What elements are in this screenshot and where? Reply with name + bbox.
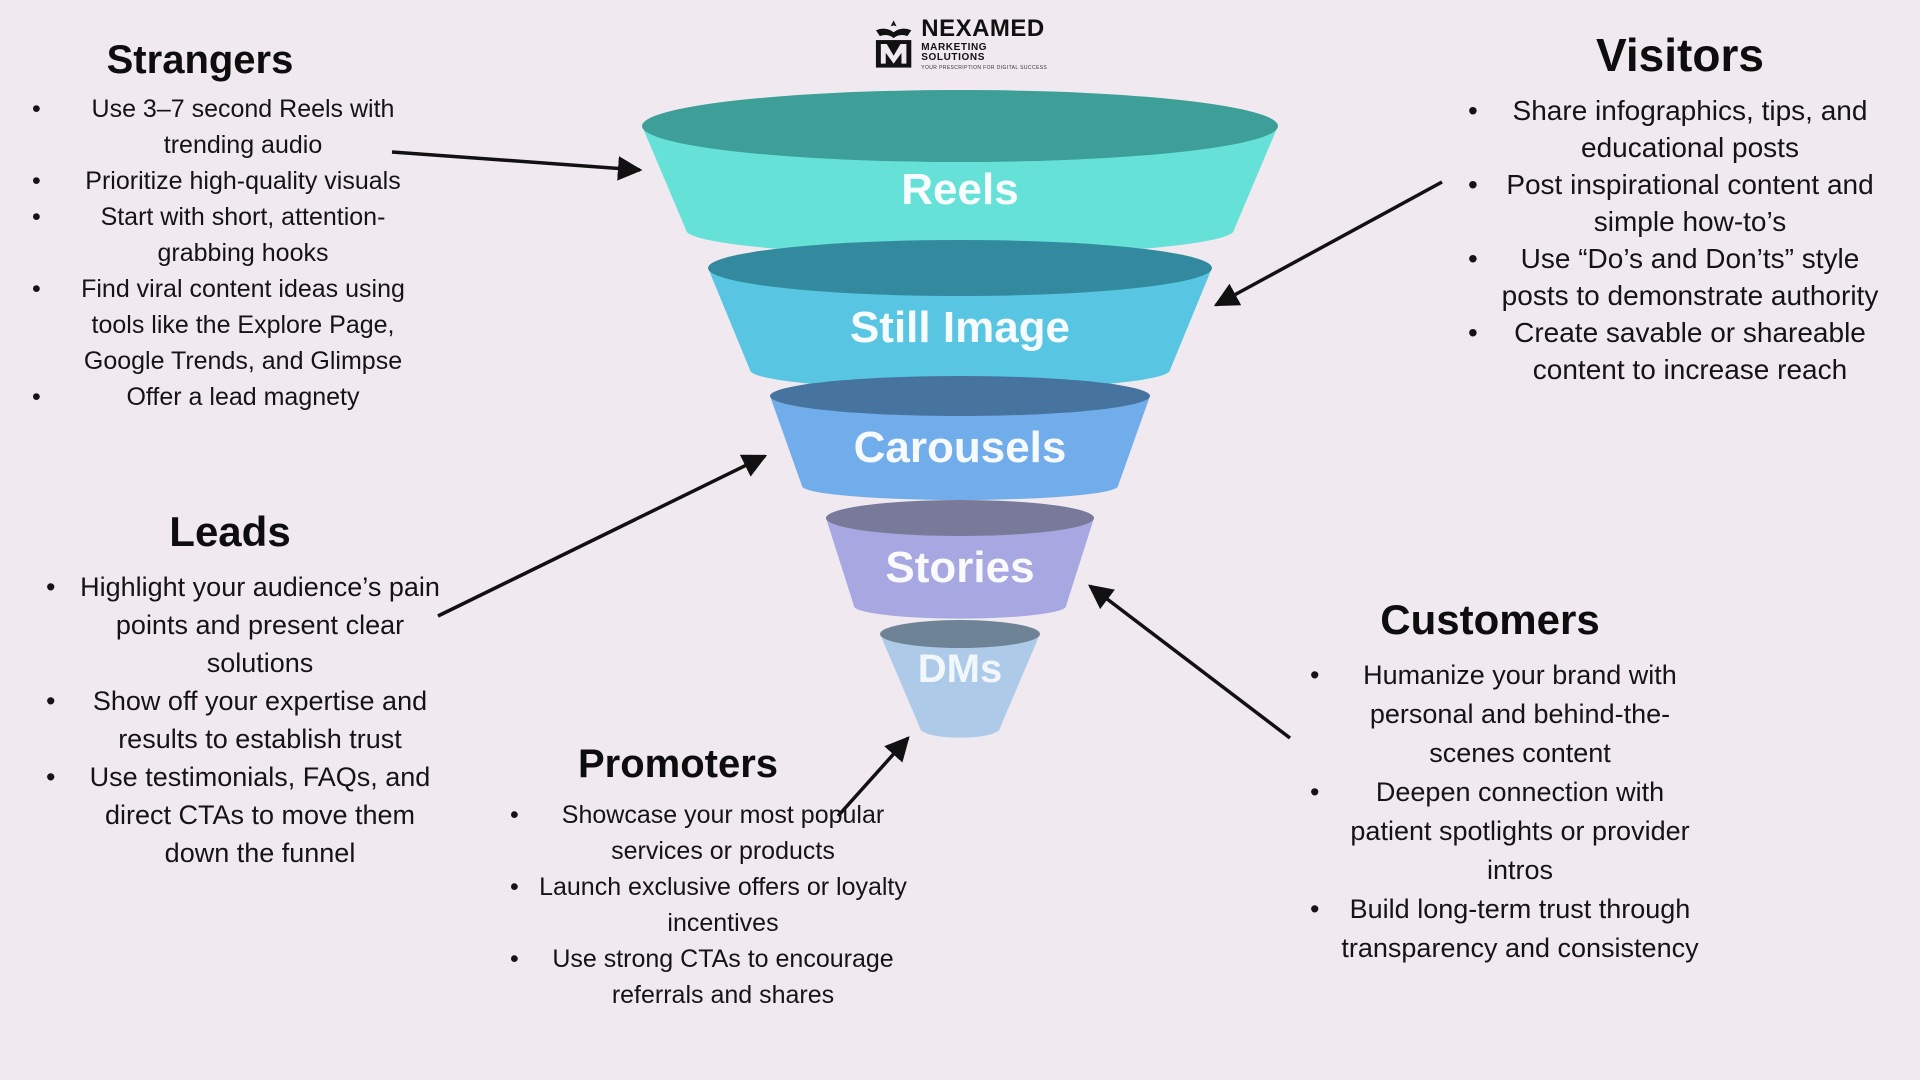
logo-subtitle: MARKETING SOLUTIONS	[921, 42, 988, 63]
arrow-customers	[1088, 584, 1292, 740]
customers-list: Humanize your brand with personal and be…	[1300, 656, 1730, 968]
list-item: Use testimonials, FAQs, and direct CTAs …	[30, 758, 450, 872]
funnel-stage-label: Carousels	[854, 423, 1067, 472]
list-item: Prioritize high-quality visuals	[20, 163, 418, 199]
funnel-stage-label: Reels	[901, 165, 1018, 214]
funnel-stage-body	[770, 396, 1150, 500]
list-item: Find viral content ideas using tools lik…	[20, 271, 418, 379]
customers-section: Customers Humanize your brand with perso…	[1300, 596, 1730, 968]
leads-list: Highlight your audience’s pain points an…	[30, 568, 450, 872]
strangers-section: Strangers Use 3–7 second Reels with tren…	[20, 38, 440, 415]
list-item: Create savable or shareable content to i…	[1450, 314, 1890, 388]
visitors-section: Visitors Share infographics, tips, and e…	[1450, 28, 1910, 388]
list-item: Use 3–7 second Reels with trending audio	[20, 91, 418, 163]
list-item: Offer a lead magnety	[20, 379, 418, 415]
list-item: Humanize your brand with personal and be…	[1300, 656, 1700, 773]
arrow-leads	[437, 454, 768, 618]
promoters-title: Promoters	[577, 742, 779, 786]
funnel-stage-carousels: Carousels	[770, 376, 1150, 500]
list-item: Post inspirational content and simple ho…	[1450, 166, 1890, 240]
funnel-stage-body	[880, 634, 1040, 738]
leads-title: Leads	[169, 508, 291, 555]
funnel-stage-still-image: Still Image	[708, 240, 1212, 390]
funnel-stage-label: Stories	[885, 543, 1034, 592]
list-item: Show off your expertise and results to e…	[30, 682, 450, 758]
funnel-stage-top	[708, 240, 1212, 296]
funnel-stage-reels: Reels	[642, 90, 1278, 256]
list-item: Deepen connection with patient spotlight…	[1300, 773, 1700, 890]
funnel-stage-body	[642, 126, 1278, 256]
list-item: Build long-term trust through transparen…	[1300, 890, 1700, 968]
funnel-stage-body	[826, 518, 1094, 619]
arrow-visitors	[1213, 180, 1443, 307]
funnel-stage-top	[880, 620, 1040, 648]
list-item: Use “Do’s and Don’ts” style posts to dem…	[1450, 240, 1890, 314]
funnel-stage-top	[642, 90, 1278, 162]
funnel-stage-stories: Stories	[826, 500, 1094, 619]
nexamed-logo-icon	[875, 20, 912, 68]
strangers-title: Strangers	[106, 38, 294, 82]
funnel-stage-top	[826, 500, 1094, 536]
visitors-list: Share infographics, tips, and educationa…	[1450, 92, 1910, 388]
leads-section: Leads Highlight your audience’s pain poi…	[30, 508, 450, 872]
arrow-strangers	[391, 150, 643, 181]
visitors-title: Visitors	[1596, 29, 1764, 81]
nexamed-logo: NEXAMED MARKETING SOLUTIONS YOUR PRESCRI…	[872, 14, 1052, 74]
promoters-section: Promoters Showcase your most popular ser…	[498, 742, 918, 1013]
logo-tagline: YOUR PRESCRIPTION FOR DIGITAL SUCCESS	[921, 65, 1048, 71]
list-item: Highlight your audience’s pain points an…	[30, 568, 450, 682]
list-item: Use strong CTAs to encourage referrals a…	[498, 941, 908, 1013]
logo-brand: NEXAMED	[921, 15, 1045, 42]
list-item: Start with short, attention-grabbing hoo…	[20, 199, 418, 271]
strangers-list: Use 3–7 second Reels with trending audio…	[20, 91, 440, 415]
customers-title: Customers	[1380, 596, 1600, 643]
funnel-stage-body	[708, 268, 1212, 390]
funnel-stage-label: Still Image	[850, 303, 1070, 352]
funnel-stage-dms: DMs	[880, 620, 1040, 738]
funnel-stage-top	[770, 376, 1150, 416]
promoters-list: Showcase your most popular services or p…	[498, 797, 918, 1013]
list-item: Launch exclusive offers or loyalty incen…	[498, 869, 908, 941]
funnel-stage-label: DMs	[918, 647, 1002, 691]
list-item: Share infographics, tips, and educationa…	[1450, 92, 1890, 166]
list-item: Showcase your most popular services or p…	[498, 797, 908, 869]
